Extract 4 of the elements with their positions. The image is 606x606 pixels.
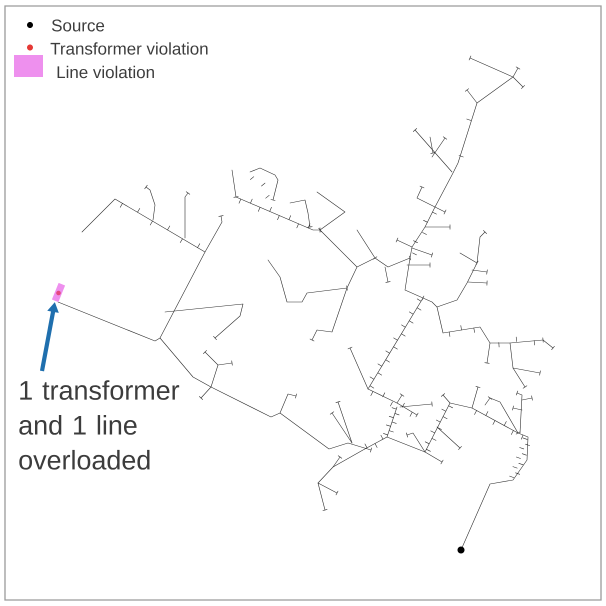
annotation-text: 1 transformer and 1 line overloaded xyxy=(19,380,180,470)
legend-label: Transformer violation xyxy=(50,42,208,55)
legend-label: Line violation xyxy=(58,66,154,78)
legend-label: Source xyxy=(52,20,104,32)
